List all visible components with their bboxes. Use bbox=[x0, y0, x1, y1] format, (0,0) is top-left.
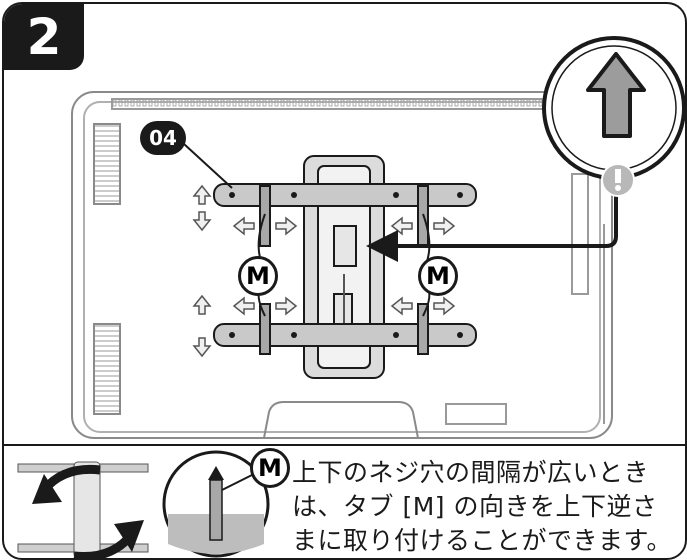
tv-back bbox=[71, 91, 613, 439]
note-text: 上下のネジ穴の間隔が広いとき は、タブ [M] の向きを上下逆さ まに取り付ける… bbox=[292, 456, 685, 558]
warning-icon bbox=[601, 163, 635, 197]
up-arrow-icon bbox=[586, 52, 646, 138]
part-label-badge: 04 bbox=[140, 121, 186, 155]
tab-marker-left-label: M bbox=[246, 262, 270, 290]
tab-marker-note-label: M bbox=[258, 454, 282, 482]
pointer-arrow bbox=[366, 190, 618, 262]
rotate-arrows-icon bbox=[17, 461, 149, 558]
part-leader-line bbox=[183, 143, 233, 189]
tab-marker-right: M bbox=[418, 256, 458, 296]
tab-detail-circle bbox=[162, 450, 270, 558]
tab-marker-left: M bbox=[238, 256, 278, 296]
part-label: 04 bbox=[149, 126, 177, 150]
note-line-3: まに取り付けることができます。 bbox=[292, 526, 673, 555]
mounting-illustration bbox=[17, 36, 685, 558]
rails bbox=[213, 183, 477, 355]
note-line-2: は、タブ [M] の向きを上下逆さ bbox=[292, 492, 658, 521]
section-divider bbox=[4, 444, 685, 446]
mount-plate bbox=[303, 155, 385, 379]
note-line-1: 上下のネジ穴の間隔が広いとき bbox=[292, 458, 650, 487]
tab-marker-right-label: M bbox=[426, 262, 450, 290]
tab-marker-note: M bbox=[250, 448, 290, 488]
adjust-arrows bbox=[192, 184, 456, 358]
step-number: 2 bbox=[4, 4, 84, 70]
